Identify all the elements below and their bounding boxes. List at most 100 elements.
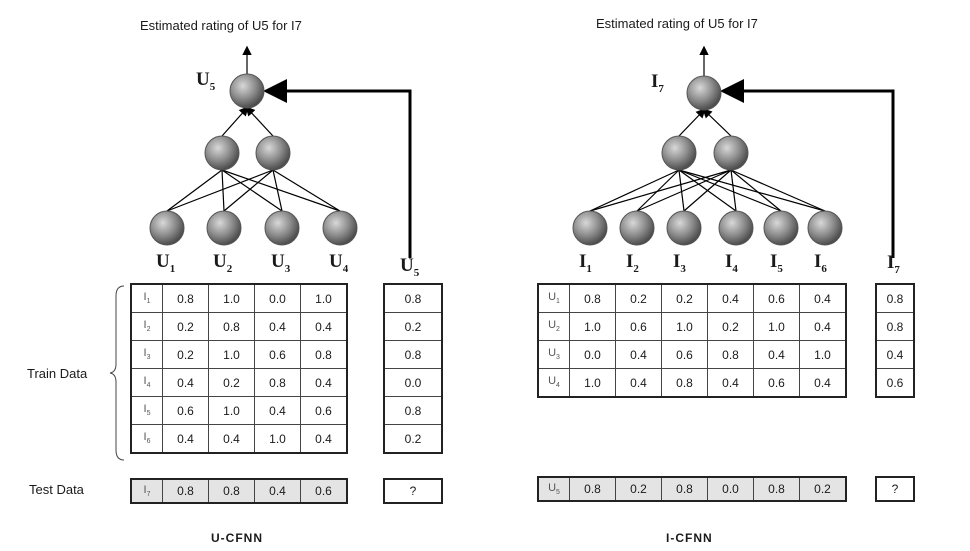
i-cfnn-input-node-2 [619, 210, 655, 246]
rating-cell: 0.6 [661, 340, 708, 369]
rating-cell: 1.0 [208, 340, 255, 369]
u-cfnn-hidden-node-2 [255, 135, 291, 171]
rating-cell: 0.8 [707, 340, 754, 369]
u-cfnn-input-label-2: U2 [213, 251, 233, 275]
rating-cell: 0.6 [162, 396, 209, 425]
table-row: 0.0 [383, 368, 443, 397]
u-cfnn-caption: Estimated rating of U5 for I7 [140, 18, 302, 33]
table-row: 0.4 [875, 340, 915, 369]
rating-cell: 0.4 [753, 340, 800, 369]
rating-cell: 0.6 [300, 396, 348, 425]
rating-cell: 0.8 [569, 476, 616, 502]
rating-cell: 0.8 [300, 340, 348, 369]
rating-cell: 0.8 [661, 476, 708, 502]
rating-cell: 0.4 [707, 368, 754, 398]
rating-cell: 0.8 [208, 312, 255, 341]
i-cfnn-input-node-3 [666, 210, 702, 246]
rating-cell: 0.4 [300, 368, 348, 397]
i-cfnn-hidden-node-1 [661, 135, 697, 171]
table-row: 0.6 [875, 368, 915, 398]
rating-cell: 1.0 [799, 340, 847, 369]
u-cfnn-test-target: ? [383, 478, 443, 504]
rating-cell: 0.4 [615, 368, 662, 398]
rating-cell: 0.4 [300, 312, 348, 341]
u-cfnn-input-label-4: U4 [329, 251, 349, 275]
i-cfnn-input-label-5: I5 [770, 251, 783, 275]
rating-cell: 0.2 [707, 312, 754, 341]
u-cfnn-input-node-3 [264, 210, 300, 246]
rating-cell: 0.0 [383, 368, 443, 397]
i-cfnn-caption: Estimated rating of U5 for I7 [596, 16, 758, 31]
rating-cell: 1.0 [569, 368, 616, 398]
rating-cell: 0.4 [799, 368, 847, 398]
i-output-label: I7 [651, 71, 664, 95]
u-cfnn-input-node-1 [149, 210, 185, 246]
rating-cell: 1.0 [661, 312, 708, 341]
i-cfnn-input-label-3: I3 [673, 251, 686, 275]
rating-cell: 0.4 [799, 312, 847, 341]
u-cfnn-footer: U-CFNN [211, 531, 263, 545]
u-cfnn-connections [166, 45, 412, 258]
rating-cell: 1.0 [569, 312, 616, 341]
rating-cell: 0.2 [162, 340, 209, 369]
rating-cell: 0.4 [799, 283, 847, 313]
table-row: 0.2 [383, 312, 443, 341]
i-cfnn-connections [589, 45, 895, 258]
i-cfnn-input-node-1 [572, 210, 608, 246]
rating-cell: 0.2 [615, 476, 662, 502]
i-cfnn-input-label-2: I2 [626, 251, 639, 275]
i-cfnn-input-label-4: I4 [725, 251, 738, 275]
train-data-label: Train Data [27, 366, 88, 381]
i-target-label: I7 [887, 252, 900, 276]
rating-cell: 0.8 [162, 478, 209, 504]
table-row: 0.8 [383, 283, 443, 313]
rating-cell: 0.4 [615, 340, 662, 369]
row-label: U1 [537, 283, 570, 313]
rating-cell: 0.4 [254, 396, 301, 425]
rating-cell: 0.4 [162, 424, 209, 454]
rating-cell: 0.4 [707, 283, 754, 313]
row-label: U5 [537, 476, 570, 502]
rating-cell: 0.4 [162, 368, 209, 397]
i-cfnn-test-target: ? [875, 476, 915, 502]
u-output-label: U5 [196, 69, 216, 93]
rating-cell: 0.8 [875, 312, 915, 341]
rating-cell: 1.0 [254, 424, 301, 454]
table-row: 0.8 [383, 340, 443, 369]
row-label: I3 [130, 340, 163, 369]
i-cfnn-footer: I-CFNN [666, 531, 713, 545]
rating-cell: 0.4 [875, 340, 915, 369]
rating-cell: 0.6 [254, 340, 301, 369]
row-label: I1 [130, 283, 163, 313]
rating-cell: 0.4 [254, 312, 301, 341]
rating-cell: 0.8 [753, 476, 800, 502]
i-cfnn-input-node-4 [718, 210, 754, 246]
u-cfnn-input-node-2 [206, 210, 242, 246]
rating-cell: 1.0 [208, 283, 255, 313]
i-cfnn-hidden-node-2 [713, 135, 749, 171]
rating-cell: ? [875, 476, 915, 502]
u-target-label: U5 [400, 255, 420, 279]
rating-cell: 0.8 [254, 368, 301, 397]
row-label: I6 [130, 424, 163, 454]
row-label: I5 [130, 396, 163, 425]
rating-cell: 0.2 [208, 368, 255, 397]
u-cfnn-output-node [229, 73, 265, 109]
i-cfnn-input-node-6 [807, 210, 843, 246]
row-label: I2 [130, 312, 163, 341]
rating-cell: 0.8 [569, 283, 616, 313]
rating-cell: 0.8 [383, 396, 443, 425]
u-cfnn-hidden-node-1 [204, 135, 240, 171]
rating-cell: ? [383, 478, 443, 504]
